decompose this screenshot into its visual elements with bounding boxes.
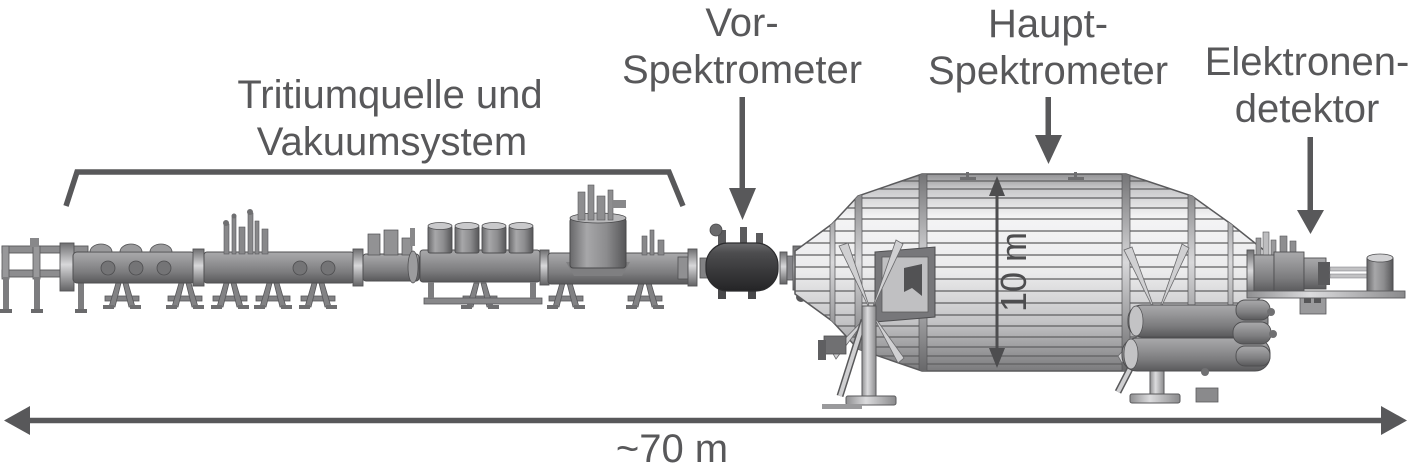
detector-arrow — [1297, 137, 1324, 234]
diameter-label: 10 m — [993, 232, 1034, 312]
total-length-label: ~70 m — [616, 427, 728, 471]
detector-lower-tanks — [1232, 299, 1277, 367]
detector-label-line2: detektor — [1235, 87, 1380, 131]
scale-arrowhead-left — [4, 406, 30, 435]
valve-cluster — [223, 209, 269, 255]
support-legs-left — [818, 239, 905, 409]
electron-detector-assembly — [1232, 231, 1406, 367]
main-spectrometer-vessel: 10 m — [794, 172, 1271, 409]
main-spectrometer-arrow — [1035, 97, 1062, 164]
source-label-line1: Tritiumquelle und — [237, 73, 542, 117]
diameter-arrow — [989, 176, 1005, 368]
detector-label-line1: Elektronen- — [1205, 40, 1410, 84]
pre-spectrometer-label: Vor- Spektrometer — [622, 1, 862, 220]
main-spectrometer-label: Haupt- Spektrometer — [928, 2, 1168, 164]
pre-spectrometer-label-line2: Spektrometer — [622, 48, 862, 92]
detector-label: Elektronen- detektor — [1205, 40, 1410, 234]
pre-spectrometer-arrow — [729, 97, 756, 220]
main-spectrometer-label-line1: Haupt- — [988, 2, 1108, 46]
scale-arrowhead-right — [1381, 406, 1407, 435]
hull-top-fittings — [960, 172, 1084, 180]
vacuum-tank — [566, 184, 630, 276]
total-length-scale: ~70 m — [4, 406, 1407, 471]
pre-spectrometer-vessel — [699, 223, 806, 302]
source-label: Tritiumquelle und Vakuumsystem — [237, 73, 542, 164]
vacuum-pumps — [427, 222, 534, 254]
source-bracket — [63, 169, 686, 208]
main-spectrometer-label-line2: Spektrometer — [928, 49, 1168, 93]
source-label-line2: Vakuumsystem — [257, 120, 527, 164]
tritium-source-beamline — [0, 184, 698, 313]
detector-drum — [1366, 253, 1394, 293]
pre-spectrometer-label-line1: Vor- — [705, 1, 778, 45]
